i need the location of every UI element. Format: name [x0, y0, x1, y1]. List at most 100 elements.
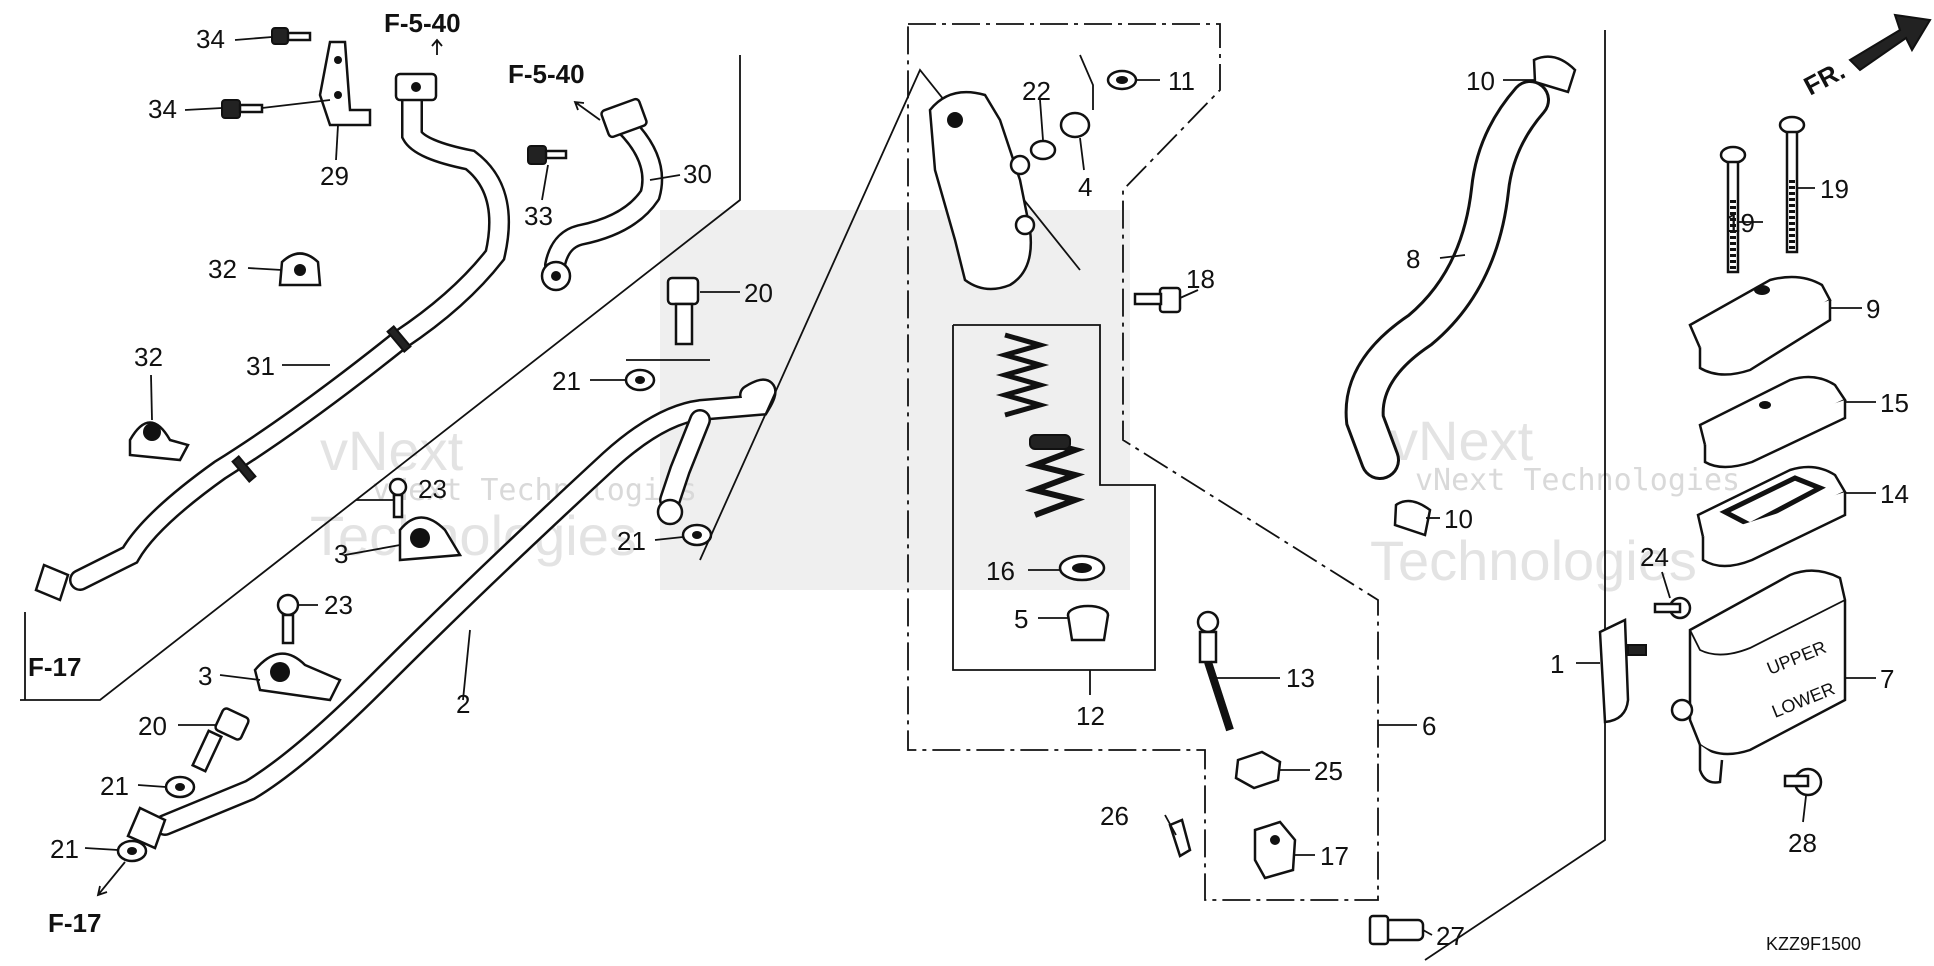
- callout-13: 13: [1286, 663, 1315, 693]
- bracket-1: [1598, 618, 1647, 724]
- pin-27: [1368, 914, 1425, 946]
- callout-21: 21: [617, 526, 646, 556]
- clamp-32-top: [278, 252, 322, 287]
- bolt-20-bottom: [190, 707, 250, 773]
- watermark-text: vNext Technologies: [372, 473, 697, 508]
- callout-6: 6: [1422, 711, 1436, 741]
- front-direction-arrow: FR.: [1799, 13, 1932, 101]
- boot-16: [1058, 554, 1106, 582]
- watermark-text: vNext Technologies: [1415, 463, 1740, 498]
- callout-3: 3: [334, 539, 348, 569]
- callout-24: 24: [1640, 542, 1669, 572]
- piston-set-outline: [952, 324, 1156, 671]
- reservoir-7: UPPER LOWER: [1670, 569, 1847, 784]
- leader-lines: [84, 36, 1876, 936]
- rod-13: [1196, 610, 1234, 732]
- bolt-34-bottom: [221, 99, 264, 119]
- cotter-pin-26: [1168, 818, 1192, 858]
- master-cylinder-leader: [699, 68, 1081, 561]
- washer-22: [1029, 139, 1057, 161]
- plate-15: [1698, 375, 1847, 469]
- screws-19: [1719, 115, 1806, 274]
- bolt-28: [1783, 767, 1823, 797]
- callout-20: 20: [138, 711, 167, 741]
- callout-33: 33: [524, 201, 553, 231]
- watermark-text: vNext: [1390, 409, 1534, 472]
- diagram-code: KZZ9F1500: [1766, 934, 1861, 954]
- callout-10: 10: [1444, 504, 1473, 534]
- clamp-3-bottom: [253, 652, 342, 702]
- callout-17: 17: [1320, 841, 1349, 871]
- piston-12: [1024, 434, 1086, 518]
- oring-11: [1106, 69, 1138, 91]
- brake-hose-2: [126, 378, 777, 850]
- spring-12: [995, 332, 1050, 418]
- clip-10-top: [1532, 55, 1577, 94]
- callout-11: 11: [1168, 66, 1195, 96]
- callout-21: 21: [50, 834, 79, 864]
- bolt-18: [1133, 286, 1182, 314]
- reservoir-cap-9: [1688, 275, 1832, 376]
- callout-18: 18: [1186, 264, 1215, 294]
- callout-2: 2: [456, 689, 470, 719]
- nut-25: [1234, 750, 1282, 790]
- callout-14: 14: [1880, 479, 1909, 509]
- callout-32: 32: [134, 342, 163, 372]
- callout-27: 27: [1436, 921, 1465, 951]
- callout-4: 4: [1078, 172, 1092, 202]
- callout-8: 8: [1406, 244, 1420, 274]
- brake-hose-30: [540, 97, 664, 292]
- bolt-34-top: [271, 27, 312, 45]
- screw-24: [1653, 596, 1692, 620]
- screw-23-bottom: [276, 593, 300, 645]
- callout-28: 28: [1788, 828, 1817, 858]
- callout-19: 19: [1726, 208, 1755, 238]
- callout-10: 10: [1466, 66, 1495, 96]
- callout-31: 31: [246, 351, 275, 381]
- brake-hose-31: [34, 72, 511, 602]
- joint-17: [1253, 820, 1297, 880]
- callout-1: 1: [1550, 649, 1564, 679]
- reservoir-hose-8: [1344, 80, 1550, 480]
- clamp-32-bottom: [128, 421, 190, 462]
- left-group-outline: [20, 55, 741, 701]
- callout-12: 12: [1076, 701, 1105, 731]
- callout-23: 23: [418, 474, 447, 504]
- callout-21: 21: [100, 771, 129, 801]
- ref-label-f-5-40: F-5-40: [384, 8, 461, 38]
- callout-9: 9: [1866, 294, 1880, 324]
- callout-23: 23: [324, 590, 353, 620]
- callout-15: 15: [1880, 388, 1909, 418]
- bolt-20-top: [666, 276, 700, 346]
- callout-25: 25: [1314, 756, 1343, 786]
- callout-16: 16: [986, 556, 1015, 586]
- master-cylinder-group-outline: [907, 23, 1379, 901]
- callout-numbers: 34 34 29 33 30 32 32 31 20 21 21 23 3 23…: [50, 24, 1909, 951]
- callout-26: 26: [1100, 801, 1129, 831]
- callout-21: 21: [552, 366, 581, 396]
- arrow-icon: [96, 861, 126, 897]
- washers-21: [116, 368, 713, 863]
- callout-3: 3: [198, 661, 212, 691]
- callout-34: 34: [196, 24, 225, 54]
- callout-32: 32: [208, 254, 237, 284]
- hose-bracket-29: [318, 40, 372, 127]
- diaphragm-14: [1696, 465, 1847, 568]
- clamp-3-top: [398, 516, 463, 562]
- watermark-text: Technologies: [1370, 529, 1697, 592]
- direction-label: FR.: [1799, 55, 1850, 101]
- callout-29: 29: [320, 161, 349, 191]
- cap-5: [1066, 604, 1110, 642]
- ref-label-f-17: F-17: [28, 652, 81, 682]
- callout-5: 5: [1014, 604, 1028, 634]
- callout-20: 20: [744, 278, 773, 308]
- arrow-icon: [573, 100, 601, 121]
- joint-4: [1059, 54, 1094, 139]
- master-cylinder-body: [928, 90, 1036, 291]
- reservoir-group-outline: [1424, 30, 1606, 961]
- watermark-text: Technologies: [310, 504, 637, 567]
- callout-19: 19: [1820, 174, 1849, 204]
- watermark-layer: vNext vNext Technologies Technologies vN…: [310, 210, 1740, 592]
- callout-22: 22: [1022, 76, 1051, 106]
